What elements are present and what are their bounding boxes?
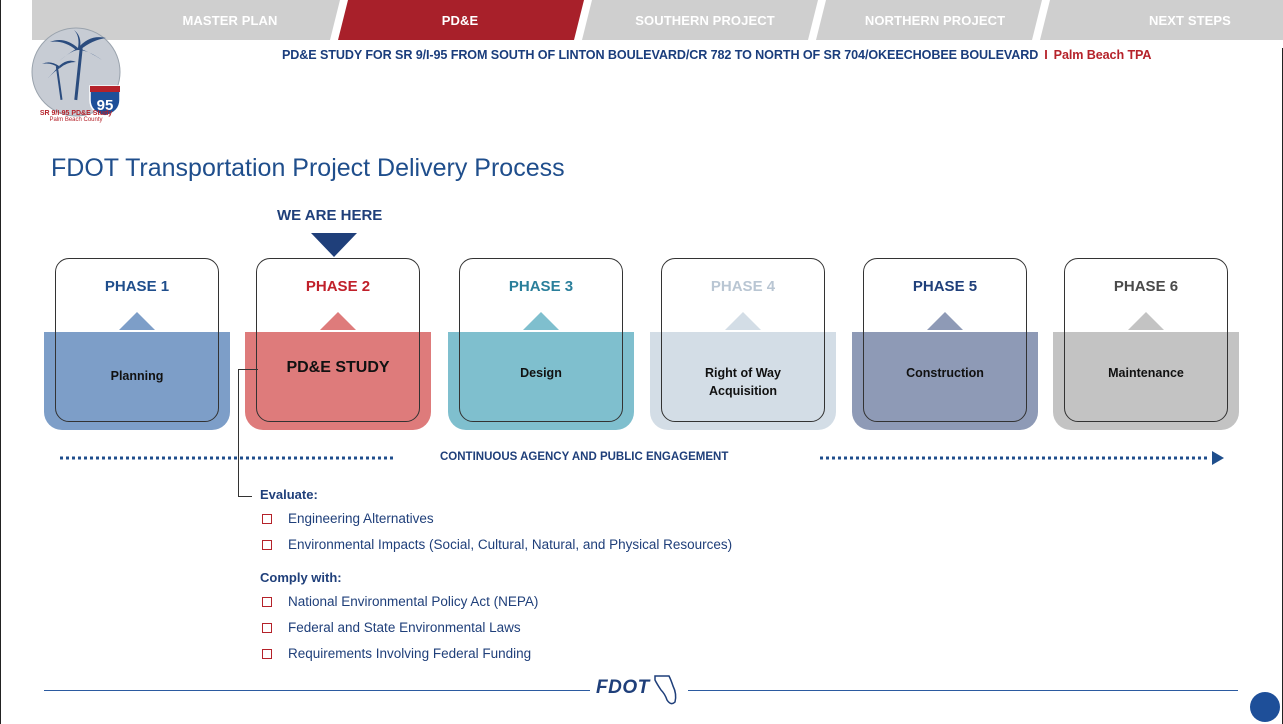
palm-tree-icon	[42, 30, 106, 101]
phase-fill	[448, 332, 634, 430]
phase-label: Construction	[906, 366, 984, 380]
tab-bg-next-steps[interactable]	[1040, 0, 1283, 40]
phase-fill	[245, 332, 431, 430]
fdot-logo: FDOT	[596, 677, 650, 698]
evaluate-heading: Evaluate:	[260, 487, 318, 502]
tab-southern-project[interactable]: SOUTHERN PROJECT	[635, 13, 775, 28]
phase-pointer	[1128, 312, 1164, 330]
tab-bg-northern[interactable]	[816, 0, 1042, 40]
phase-card-6: PHASE 6 Maintenance	[1053, 258, 1239, 430]
phase-outline	[256, 258, 420, 422]
list-item-text: National Environmental Policy Act (NEPA)	[288, 594, 539, 609]
logo-subcaption: Palm Beach County	[49, 117, 103, 123]
bracket-connector	[238, 496, 252, 497]
org-name: Palm Beach TPA	[1053, 48, 1152, 62]
phase-outline	[863, 258, 1027, 422]
phase-title: PHASE 6	[1113, 278, 1179, 295]
phase-pointer	[320, 312, 356, 330]
header-separator: I	[1044, 48, 1048, 62]
phase-card-5: PHASE 5 Construction	[852, 258, 1038, 430]
tab-pde[interactable]: PD&E	[441, 13, 479, 28]
phase-label: Design	[520, 366, 562, 380]
list-item-text: Environmental Impacts (Social, Cultural,…	[288, 537, 733, 552]
phase-pointer	[725, 312, 761, 330]
phase-fill	[1053, 332, 1239, 430]
phase-title: PHASE 5	[912, 278, 978, 295]
tab-master-plan[interactable]: MASTER PLAN	[182, 13, 278, 28]
phase-label: Planning	[110, 369, 164, 383]
list-item-text: Federal and State Environmental Laws	[288, 620, 521, 635]
nav-tabs-background	[32, 0, 1283, 40]
bracket-connector	[238, 369, 258, 370]
phase-outline	[55, 258, 219, 422]
phase-fill	[44, 332, 230, 430]
phase-outline	[661, 258, 825, 422]
study-title: PD&E STUDY FOR SR 9/I-95 FROM SOUTH OF L…	[282, 48, 1039, 62]
engagement-label: CONTINUOUS AGENCY AND PUBLIC ENGAGEMENT	[440, 451, 729, 463]
engagement-arrow	[820, 451, 1224, 465]
list-item-text: Engineering Alternatives	[288, 511, 434, 526]
phase-card-2: PHASE 2 PD&E STUDY	[245, 258, 431, 430]
logo-caption: SR 9/I-95 PD&E Study	[39, 110, 113, 117]
tab-bg-master-plan[interactable]	[32, 0, 340, 40]
phase-label: Right of Way Acquisition	[705, 366, 781, 398]
list-item-text: Requirements Involving Federal Funding	[288, 646, 532, 661]
arrow-head-icon	[1212, 451, 1224, 465]
phase-outline	[459, 258, 623, 422]
phase-card-4: PHASE 4 Right of Way Acquisition	[650, 258, 836, 430]
checkbox-icon	[262, 514, 272, 524]
list-item: Federal and State Environmental Laws	[262, 620, 521, 635]
checkbox-icon	[262, 540, 272, 550]
list-item: National Environmental Policy Act (NEPA)	[262, 594, 538, 609]
phase-label: Maintenance	[1108, 366, 1184, 380]
phase-card-1: PHASE 1 Planning	[44, 258, 230, 430]
list-item: Requirements Involving Federal Funding	[262, 646, 531, 661]
study-logo: 95	[20, 26, 132, 118]
footer-divider-left	[44, 690, 590, 691]
interstate-95-shield-icon: 95	[89, 85, 121, 117]
phase-title: PHASE 1	[104, 278, 170, 295]
phase-fill	[852, 332, 1038, 430]
phase-title: PHASE 3	[508, 278, 574, 295]
list-item: Engineering Alternatives	[262, 511, 434, 526]
checkbox-icon	[262, 623, 272, 633]
shield-number: 95	[97, 97, 114, 114]
page-title: FDOT Transportation Project Delivery Pro…	[51, 154, 565, 182]
down-arrow-icon	[311, 233, 357, 257]
we-are-here-label: WE ARE HERE	[277, 207, 383, 224]
footer-divider-right	[688, 690, 1238, 691]
page-number-badge	[1250, 692, 1280, 722]
florida-outline-icon	[654, 675, 677, 705]
tab-bg-southern[interactable]	[582, 0, 818, 40]
phase-fill	[650, 332, 836, 430]
phase-outline	[1064, 258, 1228, 422]
phase-pointer	[523, 312, 559, 330]
checkbox-icon	[262, 597, 272, 607]
engagement-dotted-line-left	[60, 456, 396, 460]
tab-northern-project[interactable]: NORTHERN PROJECT	[864, 13, 1006, 28]
phase-title: PHASE 2	[305, 278, 371, 295]
phase-label: PD&E STUDY	[286, 359, 390, 376]
phase-pointer	[119, 312, 155, 330]
phase-pointer	[927, 312, 963, 330]
phase-card-3: PHASE 3 Design	[448, 258, 634, 430]
tab-next-steps[interactable]: NEXT STEPS	[1149, 13, 1231, 28]
top-nav: MASTER PLAN PD&E SOUTHERN PROJECT NORTHE…	[0, 0, 1283, 48]
bracket-connector	[238, 369, 239, 496]
comply-heading: Comply with:	[260, 570, 342, 585]
left-border	[0, 0, 1, 724]
phase-title: PHASE 4	[710, 278, 776, 295]
study-header: PD&E STUDY FOR SR 9/I-95 FROM SOUTH OF L…	[282, 48, 1282, 62]
checkbox-icon	[262, 649, 272, 659]
list-item: Environmental Impacts (Social, Cultural,…	[262, 537, 732, 552]
tab-bg-pde[interactable]	[338, 0, 584, 40]
